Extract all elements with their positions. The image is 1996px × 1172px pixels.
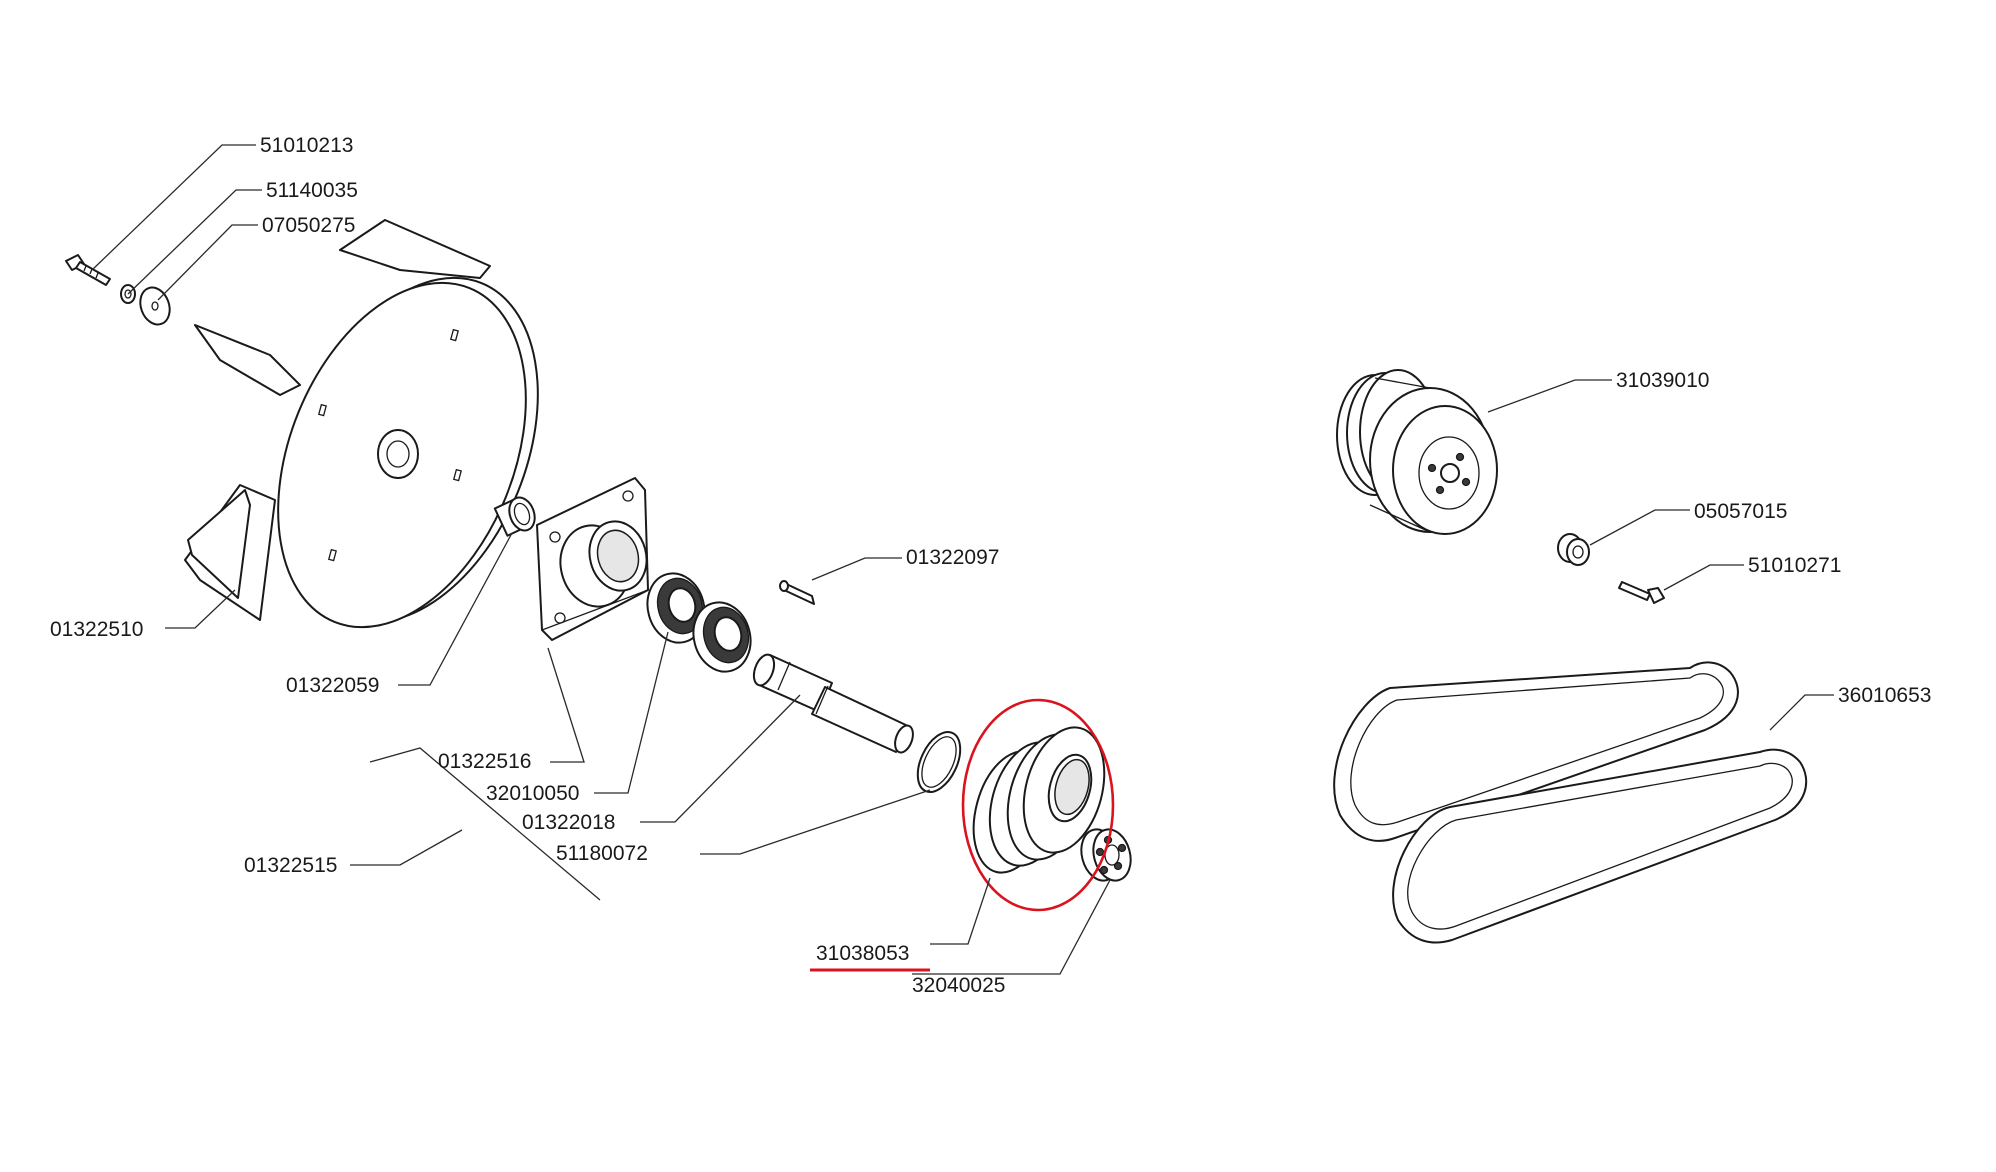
- label-51010213: 51010213: [260, 134, 353, 157]
- bolt-51010213: [65, 254, 111, 286]
- label-31039010: 31039010: [1616, 369, 1709, 392]
- label-01322097: 01322097: [906, 546, 999, 569]
- label-51140035: 51140035: [266, 179, 358, 202]
- label-07050275: 07050275: [262, 214, 355, 237]
- washer-07050275: [139, 286, 171, 326]
- label-36010653: 36010653: [1838, 684, 1931, 707]
- taper-bush-32040025: [1080, 828, 1132, 882]
- bolt-51010271: [1618, 581, 1665, 604]
- o-ring-51180072: [916, 731, 962, 793]
- key-01322097: [779, 580, 815, 605]
- bearing-housing-01322516: [536, 477, 649, 641]
- bush-05057015: [1557, 533, 1590, 566]
- label-32010050: 32010050: [486, 782, 579, 805]
- v-belts-36010653: [1333, 661, 1808, 944]
- label-01322515: 01322515: [244, 854, 337, 877]
- fan-impeller-01322510: [184, 219, 539, 629]
- label-51180072: 51180072: [556, 842, 648, 865]
- highlight-circle: [961, 698, 1115, 912]
- label-01322510: 01322510: [50, 618, 143, 641]
- leader-lines: [91, 144, 1834, 975]
- label-51010271: 51010271: [1748, 554, 1841, 577]
- label-32040025: 32040025: [912, 974, 1005, 997]
- spacer-01322059: [493, 496, 536, 537]
- label-05057015: 05057015: [1694, 500, 1787, 523]
- pulley-31038053: [972, 726, 1106, 874]
- label-31038053: 31038053: [816, 942, 909, 965]
- part-number-labels: 51010213 51140035 07050275 01322510 0132…: [50, 134, 1931, 997]
- shaft-01322018: [752, 653, 914, 754]
- label-01322516: 01322516: [438, 750, 531, 773]
- label-01322018: 01322018: [522, 811, 615, 834]
- bearing-32010050-b: [692, 601, 752, 673]
- label-01322059: 01322059: [286, 674, 379, 697]
- bearing-32010050-a: [646, 572, 706, 644]
- pulley-31039010: [1336, 369, 1498, 535]
